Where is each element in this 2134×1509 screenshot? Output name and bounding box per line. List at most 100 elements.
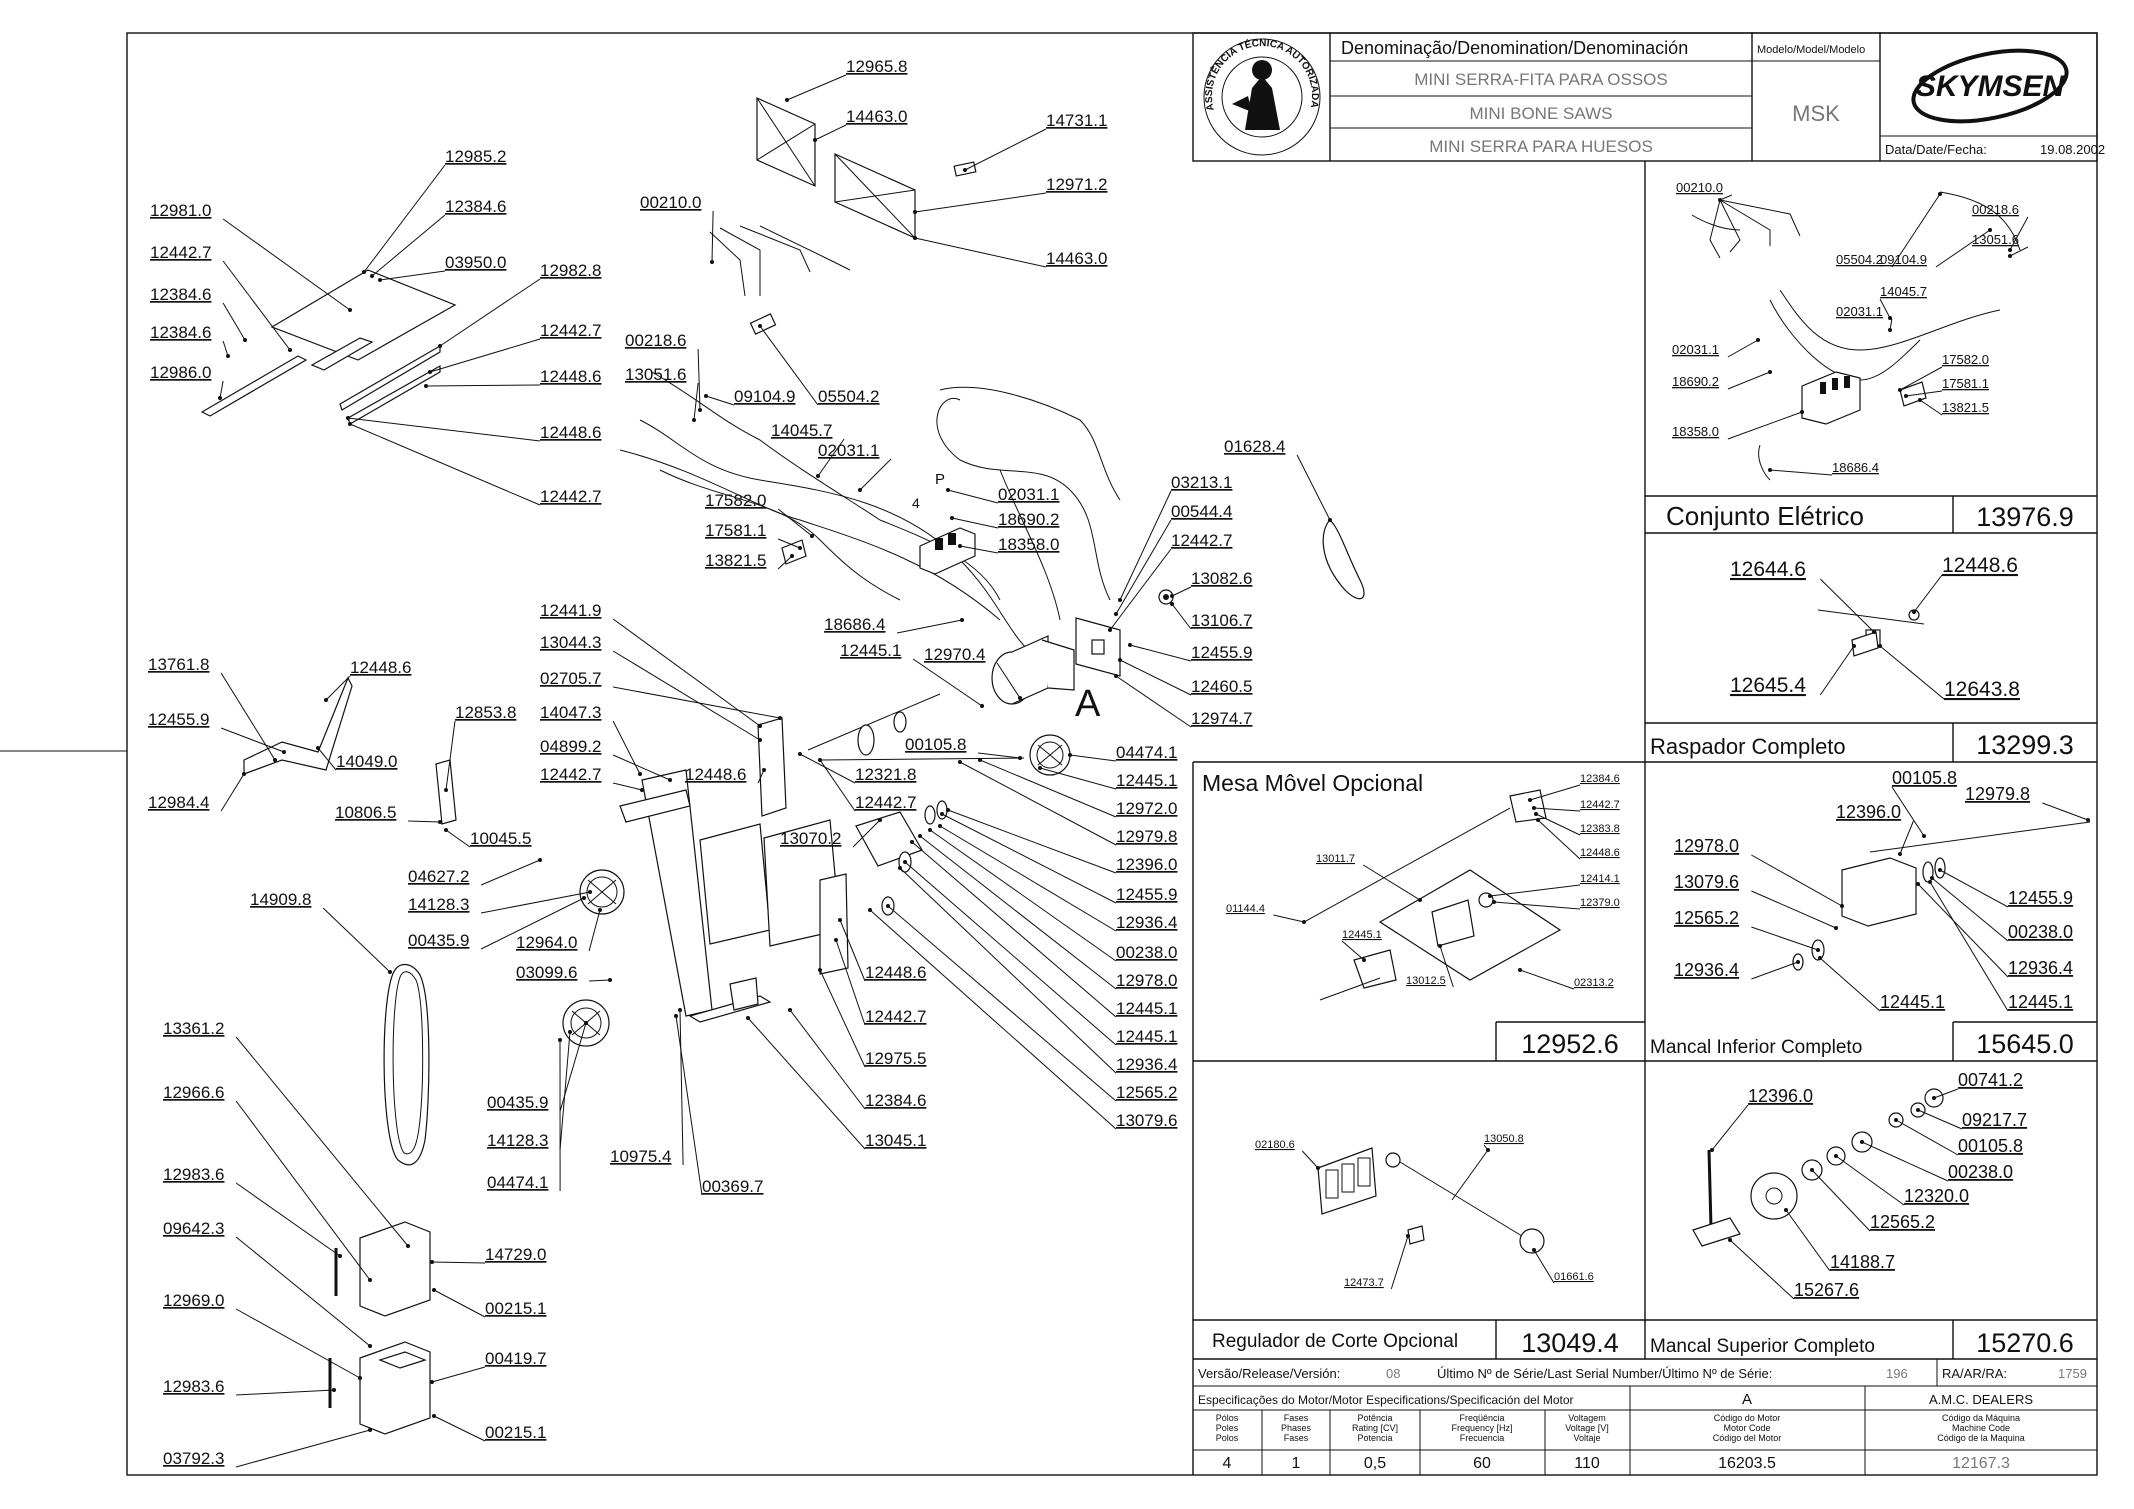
leader-line bbox=[481, 891, 591, 914]
leader-line bbox=[612, 782, 643, 791]
leader-dot bbox=[1938, 868, 1942, 872]
part-number-label: 00218.6 bbox=[1972, 202, 2019, 217]
leader-line bbox=[887, 905, 1117, 1102]
leader-line bbox=[431, 1366, 486, 1383]
leader-line bbox=[235, 1036, 409, 1247]
leader-line bbox=[220, 727, 285, 753]
part-number-label: 09642.3 bbox=[163, 1219, 224, 1238]
leader-dot bbox=[1922, 834, 1926, 838]
leader-line bbox=[220, 672, 276, 761]
leader-line bbox=[379, 270, 446, 281]
leader-dot bbox=[598, 908, 602, 912]
leader-line bbox=[1899, 820, 1914, 855]
leader-line bbox=[951, 517, 999, 529]
part-number-label: 12455.9 bbox=[148, 710, 209, 729]
leader-dot bbox=[640, 788, 644, 792]
part-number-label: 12978.0 bbox=[1674, 836, 1739, 856]
leader-line bbox=[1727, 371, 1771, 390]
part-number-label: 12974.7 bbox=[1191, 709, 1252, 728]
leader-dot bbox=[704, 394, 708, 398]
footer-col-header: Potência bbox=[1357, 1413, 1392, 1423]
leader-line bbox=[929, 829, 1117, 962]
part-number-label: 14128.3 bbox=[487, 1131, 548, 1150]
leader-line bbox=[1751, 926, 1819, 951]
leader-dot bbox=[2008, 248, 2012, 252]
leader-dot bbox=[1988, 228, 1992, 232]
leader-dot bbox=[1302, 920, 1306, 924]
leader-line bbox=[914, 237, 1047, 268]
version-value: 08 bbox=[1386, 1366, 1400, 1381]
leader-dot bbox=[946, 488, 950, 492]
leader-dot bbox=[818, 968, 822, 972]
denomination-label: Denominação/Denomination/Denominación bbox=[1341, 38, 1688, 58]
leader-dot bbox=[1800, 410, 1804, 414]
part-number-label: 12445.1 bbox=[1342, 929, 1382, 941]
leader-dot bbox=[1068, 753, 1072, 757]
leader-dot bbox=[1784, 1208, 1788, 1212]
leader-dot bbox=[878, 818, 882, 822]
part-number-label: 12970.4 bbox=[924, 645, 985, 664]
leader-dot bbox=[785, 98, 789, 102]
footer-col-header: Código da Máquina bbox=[1942, 1413, 2020, 1423]
leader-dot bbox=[1488, 894, 1492, 898]
leader-dot bbox=[388, 970, 392, 974]
part-number-label: 00419.7 bbox=[485, 1349, 546, 1368]
part-number-label: 00238.0 bbox=[1948, 1162, 2013, 1182]
part-number-label: 14729.0 bbox=[485, 1245, 546, 1264]
part-number-label: 12936.4 bbox=[1116, 1055, 1177, 1074]
leader-dot bbox=[1528, 798, 1532, 802]
part-number-label: 10975.4 bbox=[610, 1147, 671, 1166]
part-number-label: 12445.1 bbox=[2008, 992, 2073, 1012]
leader-line bbox=[747, 1017, 866, 1150]
leader-line bbox=[679, 1009, 684, 1166]
version-label: Versão/Release/Versión: bbox=[1198, 1366, 1340, 1381]
part-number-label: 02031.1 bbox=[818, 441, 879, 460]
leader-line bbox=[431, 1261, 486, 1264]
leader-dot bbox=[568, 1030, 572, 1034]
part-number-label: 14463.0 bbox=[846, 107, 907, 126]
leader-line bbox=[322, 907, 391, 973]
leader-dot bbox=[1018, 696, 1022, 700]
part-number-label: 12455.9 bbox=[1191, 643, 1252, 662]
part-number-label: 12448.6 bbox=[350, 658, 411, 677]
leader-line bbox=[1785, 1209, 1831, 1272]
leader-dot bbox=[1728, 1238, 1732, 1242]
part-number-label: 17582.0 bbox=[1942, 352, 1989, 367]
part-number-label: 12448.6 bbox=[1580, 847, 1620, 859]
leader-line bbox=[222, 260, 291, 351]
leader-line bbox=[1171, 586, 1192, 597]
leader-line bbox=[814, 124, 847, 141]
leader-dot bbox=[424, 384, 428, 388]
part-number-label: 01661.6 bbox=[1554, 1271, 1594, 1283]
leader-dot bbox=[762, 768, 766, 772]
leader-dot bbox=[834, 938, 838, 942]
leader-dot bbox=[368, 1344, 372, 1348]
leader-line bbox=[964, 128, 1047, 171]
part-number-label: 12448.6 bbox=[1942, 554, 2018, 577]
leader-line bbox=[2009, 246, 2029, 257]
leader-dot bbox=[1898, 852, 1902, 856]
leader-dot bbox=[338, 1254, 342, 1258]
part-number-label: 02031.1 bbox=[1836, 304, 1883, 319]
upper-bearing-code: 15270.6 bbox=[1976, 1328, 2074, 1358]
leader-dot bbox=[638, 772, 642, 776]
leader-dot bbox=[432, 1288, 436, 1292]
leader-line bbox=[959, 545, 999, 554]
product-name-es: MINI SERRA PARA HUESOS bbox=[1429, 137, 1653, 156]
upper-bearing-title: Mancal Superior Completo bbox=[1650, 1336, 1875, 1357]
leader-dot bbox=[273, 758, 277, 762]
part-number-label: 14128.3 bbox=[408, 895, 469, 914]
leader-dot bbox=[1930, 876, 1934, 880]
leader-line bbox=[786, 74, 847, 101]
mobile-table-subassembly bbox=[1303, 789, 1562, 1001]
leader-line bbox=[445, 720, 456, 791]
part-number-label: 17581.1 bbox=[1942, 376, 1989, 391]
leader-line bbox=[777, 508, 813, 537]
leader-line bbox=[1917, 883, 2009, 978]
leader-line bbox=[612, 650, 761, 741]
part-number-label: 14188.7 bbox=[1830, 1252, 1895, 1272]
part-number-label: 12384.6 bbox=[445, 197, 506, 216]
leader-line bbox=[1899, 366, 1943, 391]
footer-value: 0,5 bbox=[1364, 1455, 1386, 1472]
part-number-label: 13070.2 bbox=[780, 829, 841, 848]
